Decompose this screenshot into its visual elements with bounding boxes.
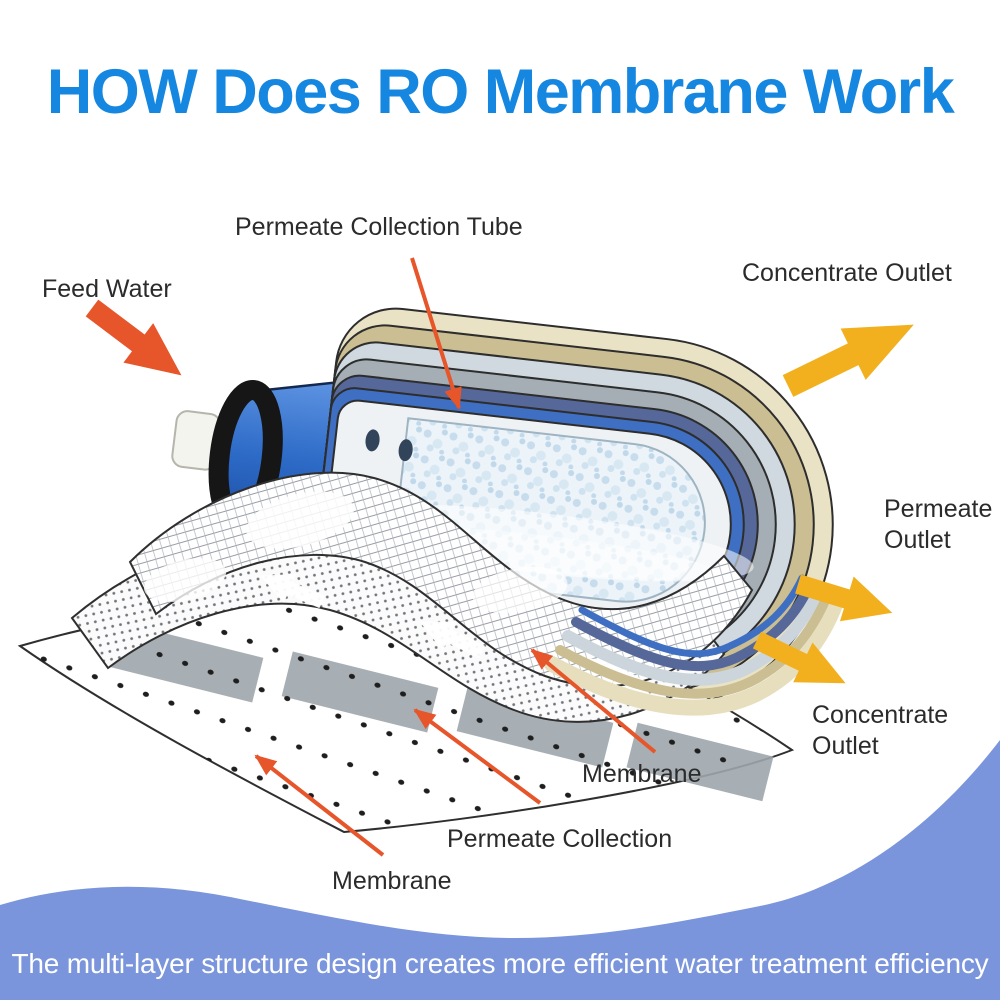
label-concentrate-outlet-right-line1: Concentrate xyxy=(812,701,949,729)
label-permeate-outlet: Permeate Outlet xyxy=(884,494,992,556)
label-concentrate-outlet-right-line2: Outlet xyxy=(812,732,879,760)
leader-arrows xyxy=(254,257,657,857)
label-permeate-outlet-line1: Permeate xyxy=(884,495,993,523)
page-title: HOW Does RO Membrane Work xyxy=(46,57,955,127)
tube-hole xyxy=(398,439,413,462)
label-concentrate-outlet-right: Concentrate Outlet xyxy=(812,700,948,762)
label-feed-water: Feed Water xyxy=(42,275,172,303)
flow-highlights xyxy=(143,491,656,704)
label-permeate-outlet-line2: Outlet xyxy=(884,526,951,554)
membrane-bottom-leader xyxy=(254,754,385,857)
concentrate-outlet-top-arrow-icon xyxy=(775,298,927,412)
label-membrane-bottom: Membrane xyxy=(332,867,452,895)
permeate-collection-leader xyxy=(413,708,542,805)
label-permeate-collection: Permeate Collection xyxy=(447,825,673,853)
label-concentrate-outlet-top: Concentrate Outlet xyxy=(742,259,952,287)
shell-wrap-band xyxy=(544,574,844,716)
label-permeate-collection-tube: Permeate Collection Tube xyxy=(235,213,523,241)
tube-hole xyxy=(365,429,380,452)
permeate-collection-tube-leader xyxy=(410,257,462,410)
bottom-wave xyxy=(0,740,1000,1000)
membrane-right-leader xyxy=(530,648,657,754)
bottom-caption: The multi-layer structure design creates… xyxy=(11,948,989,979)
label-membrane-right: Membrane xyxy=(582,760,702,788)
